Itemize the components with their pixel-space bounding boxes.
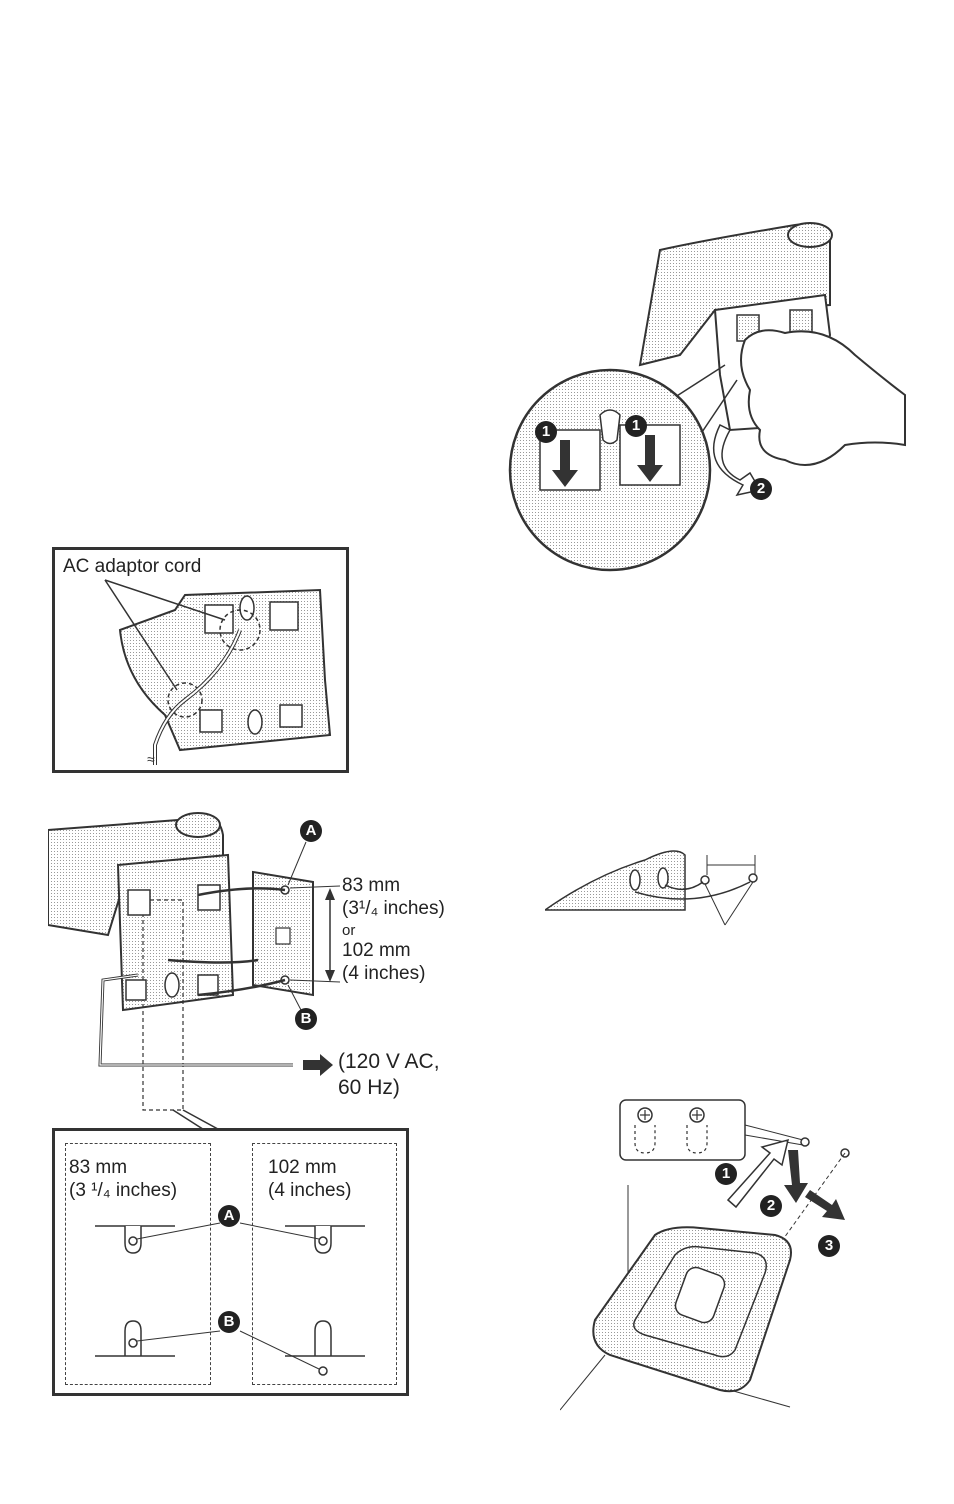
- callout-a: A: [218, 1205, 240, 1227]
- callout-b: B: [218, 1311, 240, 1333]
- wall-mount-figure: A B 83 mm (3¹/₄ inches) or 102 mm (4 inc…: [48, 800, 468, 1130]
- dimension-83mm: 83 mm: [342, 875, 400, 897]
- step-1-callout: 1: [625, 415, 647, 437]
- callout-b: B: [295, 1008, 317, 1030]
- bracket-removal-illustration: [505, 215, 915, 575]
- ac-adaptor-figure: AC adaptor cord ≈: [52, 547, 349, 773]
- step-2-callout: 2: [750, 478, 772, 500]
- dimension-102mm-inches: (4 inches): [342, 963, 425, 985]
- power-spec-voltage: (120 V AC,: [338, 1050, 440, 1074]
- ac-adaptor-illustration: ≈: [55, 550, 346, 770]
- dimension-102mm: 102 mm: [342, 940, 411, 962]
- hole-spacing-illustration: [55, 1131, 406, 1393]
- step-3-callout: 3: [818, 1235, 840, 1257]
- callout-a: A: [300, 820, 322, 842]
- screw-spacing-figure: [545, 840, 775, 935]
- bracket-removal-figure: 1 1 2: [505, 215, 915, 575]
- charger-mount-figure: 1 2 3: [560, 1095, 870, 1415]
- dimension-83mm-inches: (3¹/₄ inches): [342, 898, 445, 920]
- svg-text:≈: ≈: [147, 751, 155, 767]
- dimension-or: or: [342, 922, 355, 939]
- hole-spacing-figure: 83 mm (3 ¹/₄ inches) 102 mm (4 inches) A…: [52, 1128, 409, 1396]
- step-1-callout: 1: [715, 1163, 737, 1185]
- step-1-callout: 1: [535, 421, 557, 443]
- power-spec-frequency: 60 Hz): [338, 1076, 400, 1100]
- screw-spacing-illustration: [545, 840, 775, 935]
- step-2-callout: 2: [760, 1195, 782, 1217]
